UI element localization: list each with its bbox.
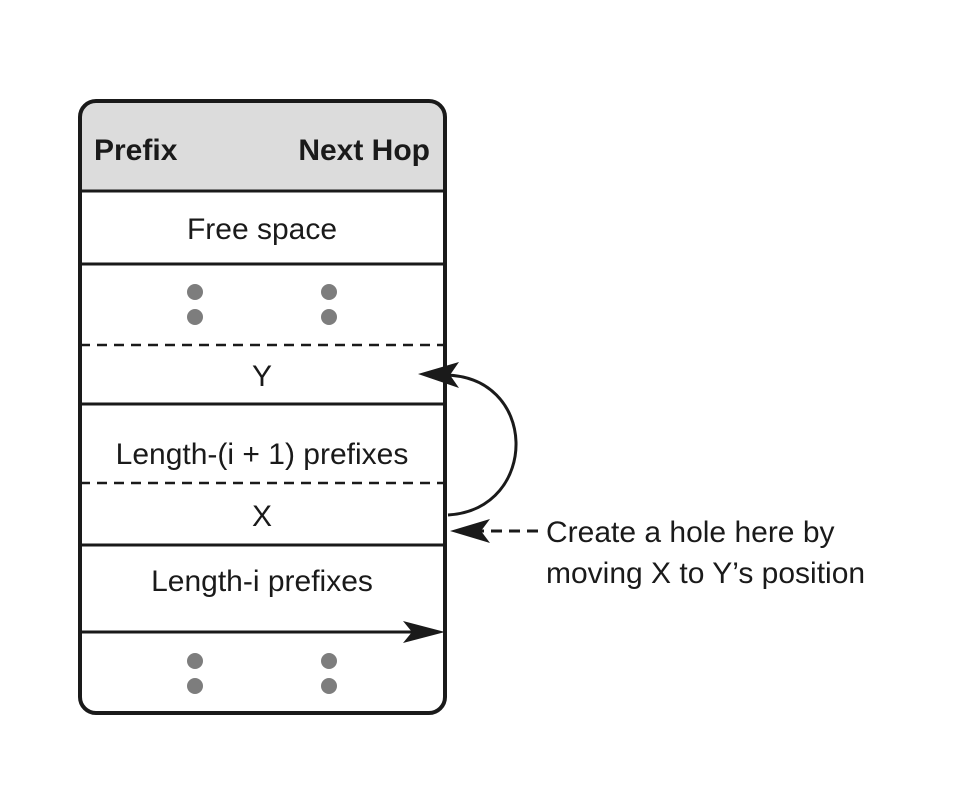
- annotation-arrowhead: [450, 519, 490, 543]
- annotation-line-1: Create a hole here by: [546, 516, 835, 549]
- table-outline: [78, 99, 447, 715]
- header-next-hop: Next Hop: [298, 134, 430, 167]
- ellipsis-dot: [187, 309, 203, 325]
- table-header-background: [80, 101, 445, 191]
- ellipsis-dot: [321, 284, 337, 300]
- ellipsis-dot: [321, 678, 337, 694]
- move-x-to-y-curve: [439, 373, 518, 517]
- ellipsis-dot: [187, 678, 203, 694]
- move-x-to-y-arrowhead: [418, 362, 459, 388]
- lower-ellipsis: [187, 653, 337, 694]
- header-prefix: Prefix: [94, 134, 178, 167]
- ellipsis-dot: [187, 653, 203, 669]
- ellipsis-dot: [187, 284, 203, 300]
- x-entry-label: X: [252, 500, 272, 533]
- annotation-line-2: moving X to Y’s position: [546, 557, 865, 590]
- boundary-arrowhead: [403, 621, 445, 643]
- free-space-label: Free space: [187, 213, 337, 246]
- upper-ellipsis: [187, 284, 337, 325]
- length-i-label: Length-i prefixes: [151, 565, 373, 598]
- length-i-plus-1-label: Length-(i + 1) prefixes: [116, 438, 409, 471]
- ellipsis-dot: [321, 309, 337, 325]
- ellipsis-dot: [321, 653, 337, 669]
- y-entry-label: Y: [252, 360, 272, 393]
